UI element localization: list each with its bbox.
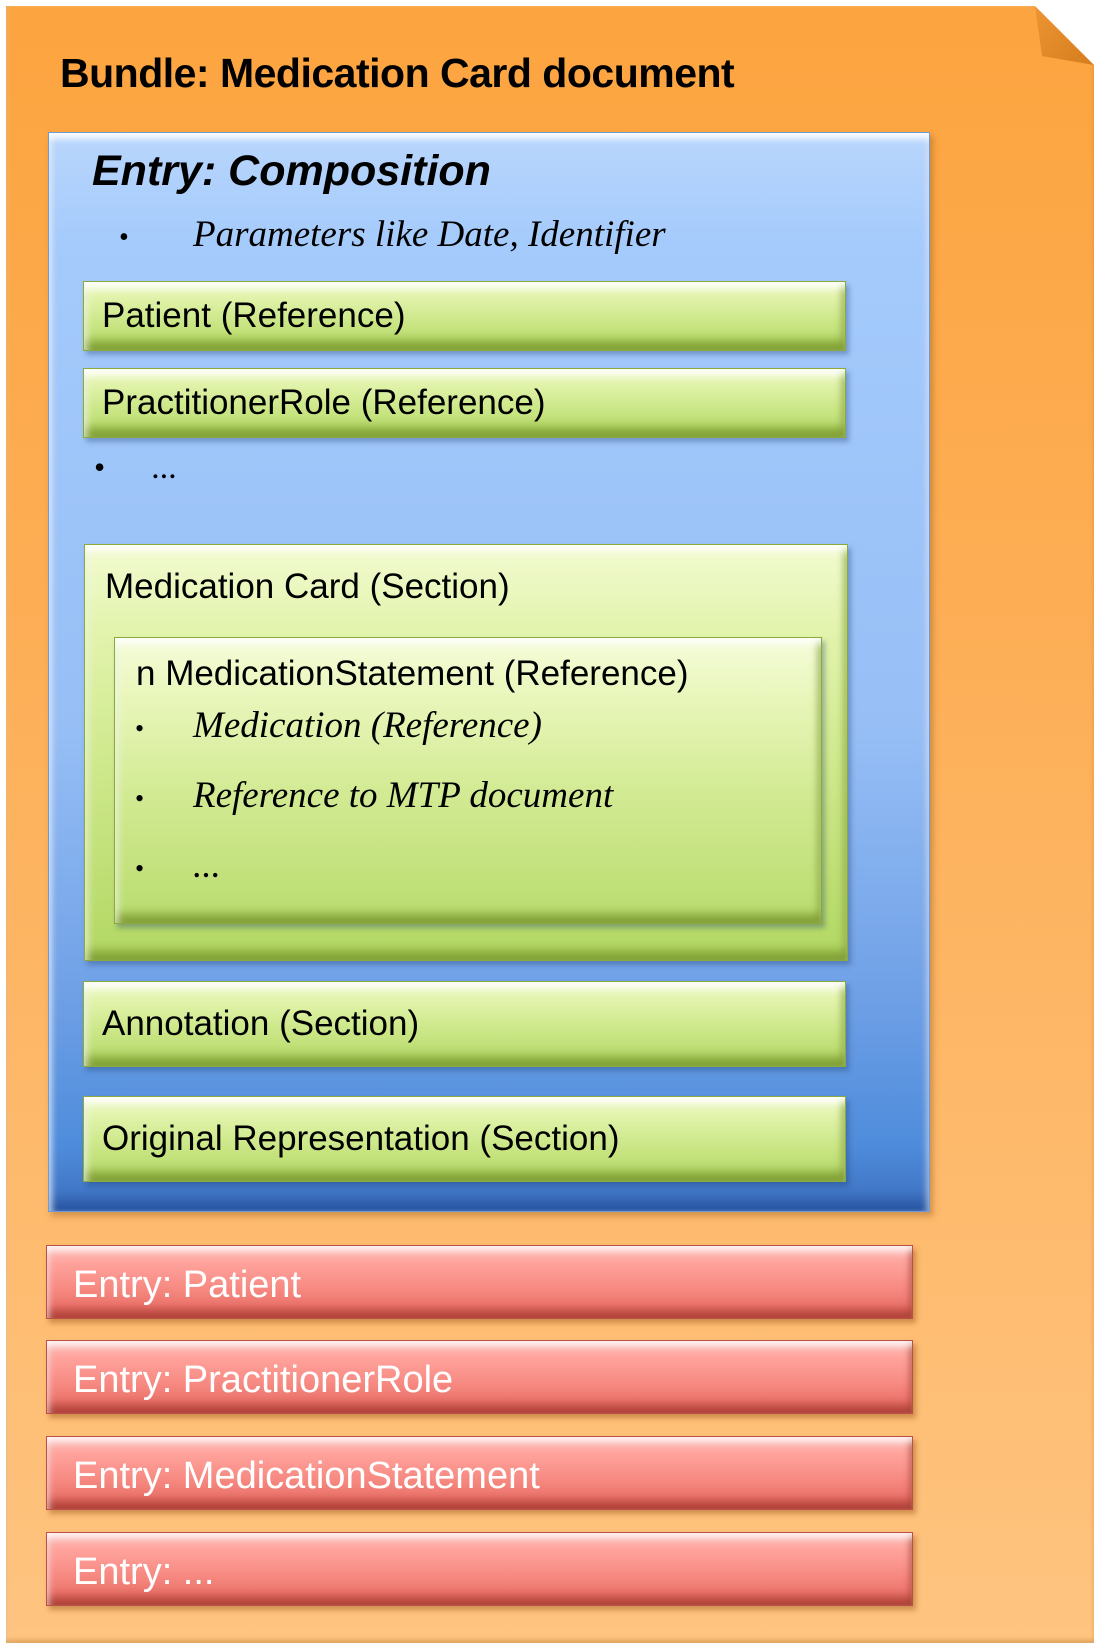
- composition-entry-box: Entry: Composition • Parameters like Dat…: [48, 132, 930, 1212]
- folded-corner-icon: [1035, 6, 1094, 65]
- parameters-bullet-row: • Parameters like Date, Identifier: [119, 213, 666, 256]
- mtp-reference-bullet-row: • Reference to MTP document: [135, 774, 795, 844]
- medication-statement-box: n MedicationStatement (Reference) • Medi…: [114, 637, 822, 924]
- ellipsis-inner-bullet-row: • ...: [135, 844, 795, 914]
- bullet-icon: •: [135, 714, 145, 743]
- medication-statement-bullet-list: • Medication (Reference) • Reference to …: [135, 704, 795, 914]
- entry-ellipsis-bar: Entry: ...: [46, 1532, 913, 1606]
- patient-reference-bar: Patient (Reference): [83, 281, 846, 351]
- medication-reference-bullet-text: Medication (Reference): [193, 705, 542, 746]
- mtp-reference-bullet-text: Reference to MTP document: [193, 775, 614, 816]
- medication-card-section-title: Medication Card (Section): [105, 567, 510, 606]
- ellipsis-bullet-text: ...: [152, 449, 178, 486]
- original-representation-section-bar: Original Representation (Section): [83, 1096, 846, 1182]
- bullet-icon: •: [135, 854, 145, 883]
- patient-reference-label: Patient (Reference): [102, 296, 406, 335]
- bullet-icon: •: [135, 784, 145, 813]
- entry-medicationstatement-bar: Entry: MedicationStatement: [46, 1436, 913, 1510]
- entry-medicationstatement-label: Entry: MedicationStatement: [73, 1454, 540, 1497]
- entry-practitionerrole-label: Entry: PractitionerRole: [73, 1358, 454, 1401]
- bullet-icon: •: [119, 222, 129, 253]
- annotation-section-label: Annotation (Section): [102, 1004, 420, 1043]
- parameters-bullet-text: Parameters like Date, Identifier: [193, 214, 666, 255]
- medication-reference-bullet-row: • Medication (Reference): [135, 704, 795, 774]
- bundle-title: Bundle: Medication Card document: [60, 50, 735, 96]
- bullet-icon: •: [94, 449, 106, 485]
- practitionerrole-reference-bar: PractitionerRole (Reference): [83, 368, 846, 438]
- original-representation-section-label: Original Representation (Section): [102, 1119, 620, 1158]
- medication-card-section-box: Medication Card (Section) n MedicationSt…: [84, 544, 848, 961]
- ellipsis-inner-bullet-text: ...: [193, 845, 221, 886]
- sticky-note-page: Bundle: Medication Card document Entry: …: [6, 6, 1094, 1643]
- entry-practitionerrole-bar: Entry: PractitionerRole: [46, 1340, 913, 1414]
- composition-title: Entry: Composition: [92, 147, 491, 195]
- entry-patient-label: Entry: Patient: [73, 1263, 302, 1306]
- entry-patient-bar: Entry: Patient: [46, 1245, 913, 1319]
- entry-ellipsis-label: Entry: ...: [73, 1550, 215, 1593]
- practitionerrole-reference-label: PractitionerRole (Reference): [102, 383, 546, 422]
- ellipsis-bullet-row: • ...: [94, 449, 178, 487]
- medication-statement-title: n MedicationStatement (Reference): [136, 654, 689, 693]
- annotation-section-bar: Annotation (Section): [83, 981, 846, 1067]
